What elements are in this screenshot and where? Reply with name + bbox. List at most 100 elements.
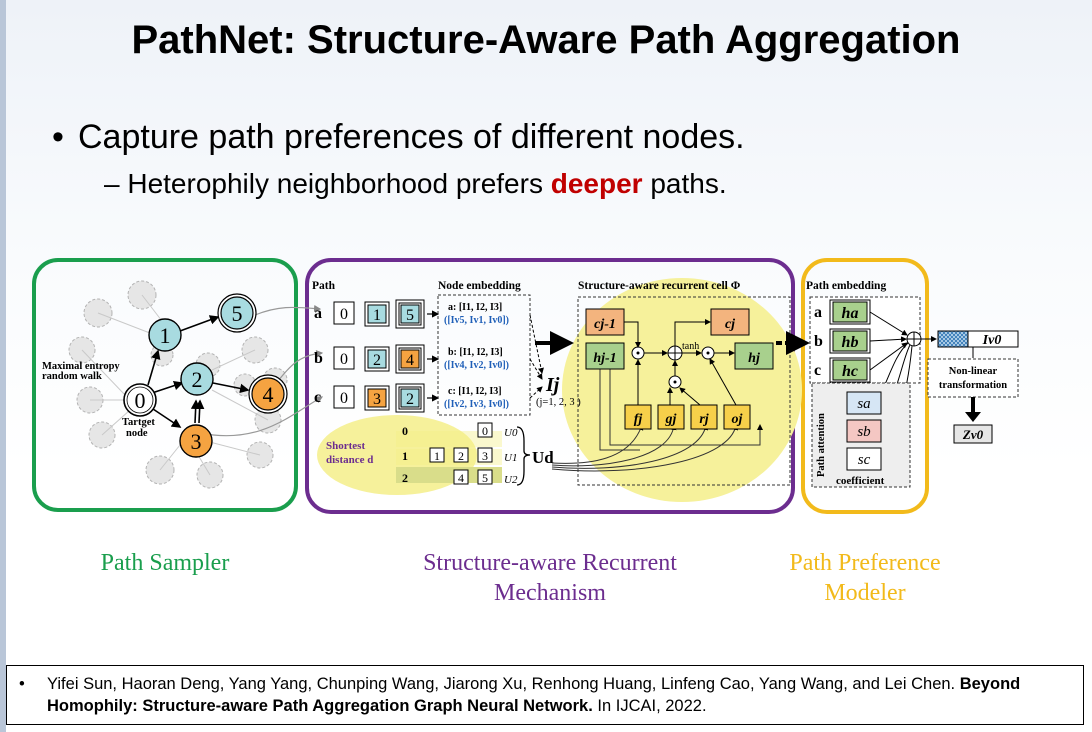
dist-row-0: 0 0 U0 xyxy=(402,422,518,439)
emb-key-b: b xyxy=(814,333,823,350)
path-key-a: a xyxy=(314,305,322,322)
emb-hb: hb xyxy=(842,334,859,351)
dist-2-cell-0: 4 xyxy=(458,471,464,485)
path-row-b: b 0 2 4 b: [I1, I2, I3] ([Iv4, Iv2, Iv0]… xyxy=(314,344,509,374)
g-gate: gj xyxy=(665,412,677,427)
h-prev-box: hj-1 xyxy=(593,351,616,366)
dist-0-label: 0 xyxy=(402,424,408,438)
citation-authors: Yifei Sun, Haoran Deng, Yang Yang, Chunp… xyxy=(47,675,960,693)
cell-header: Structure-aware recurrent cell Φ xyxy=(578,280,741,292)
shortest-label-line2: distance d xyxy=(326,454,373,466)
emb-c-line2: ([Iv2, Iv3, Iv0]) xyxy=(444,399,509,410)
recurrent-mechanism: Path Node embedding Structure-aware recu… xyxy=(312,278,810,502)
coefficient-label: coefficient xyxy=(836,475,885,487)
ij-range: (j=1, 2, 3 ) xyxy=(536,397,581,408)
path-preference-modeler: Path embedding a ha b hb c hc xyxy=(806,280,1019,488)
nonlinear-label-line1: Non-linear xyxy=(949,366,998,377)
path-a-cell-1: 1 xyxy=(373,307,381,324)
citation-box: • Yifei Sun, Haoran Deng, Yang Yang, Chu… xyxy=(6,665,1084,725)
node-4: 4 xyxy=(263,382,274,407)
r-gate: rj xyxy=(699,412,708,427)
main-bullet: • Capture path preferences of different n… xyxy=(52,118,745,157)
path-c-cell-0: 0 xyxy=(340,390,348,407)
path-c-cell-2: 2 xyxy=(406,391,414,408)
slide-title: PathNet: Structure-Aware Path Aggregatio… xyxy=(131,18,961,62)
coef-sa: sa xyxy=(857,396,870,412)
emb-a-line2: ([Iv5, Iv1, Iv0]) xyxy=(444,315,509,326)
dist-2-label: 2 xyxy=(402,471,408,485)
slide-left-strip xyxy=(0,0,6,732)
dist-0-cell-0: 0 xyxy=(482,424,488,438)
path-preference-panel xyxy=(801,258,929,514)
path-attention-label: Path attention xyxy=(816,413,827,477)
caption-preference-line2: Modeler xyxy=(824,580,906,606)
path-b-cell-2: 4 xyxy=(406,352,414,369)
figure-svg: 0 1 5 2 4 3 Maximal entropy random walk … xyxy=(42,278,1019,502)
emb-ha: ha xyxy=(842,305,859,322)
ud-label: Ud xyxy=(532,448,554,467)
caption-recurrent-mechanism: Structure-aware Recurrent Mechanism xyxy=(385,548,715,608)
c-box: cj xyxy=(725,317,735,332)
h-box: hj xyxy=(748,351,760,366)
path-embedding-header: Path embedding xyxy=(806,280,886,292)
emb-b-line1: b: [I1, I2, I3] xyxy=(448,347,503,358)
target-label-line2: node xyxy=(126,428,148,439)
emb-a-line1: a: [I1, I2, I3] xyxy=(448,302,502,313)
caption-path-preference: Path Preference Modeler xyxy=(755,548,975,608)
dist-1-label: 1 xyxy=(402,449,408,463)
walk-label-line1: Maximal entropy xyxy=(42,361,120,372)
dist-1-cell-2: 3 xyxy=(482,449,488,463)
shortest-label-line1: Shortest xyxy=(326,440,365,452)
path-row-a: a 0 1 5 a: [I1, I2, I3] ([Iv5, Iv1, Iv0]… xyxy=(314,299,509,329)
emb-b-line2: ([Iv4, Iv2, Iv0]) xyxy=(444,360,509,371)
caption-preference-line1: Path Preference xyxy=(789,550,941,576)
citation-bullet: • xyxy=(19,675,25,693)
caption-recurrent-line2: Mechanism xyxy=(494,580,606,606)
recurrent-cell: cj-1 hj-1 cj hj tanh xyxy=(585,308,774,430)
u0-label: U0 xyxy=(504,427,518,439)
caption-path-sampler-text: Path Sampler xyxy=(100,550,230,576)
path-a-cell-2: 5 xyxy=(406,307,414,324)
sub-bullet-highlight: deeper xyxy=(550,168,643,199)
path-header: Path xyxy=(312,280,336,292)
emb-c-line1: c: [I1, I2, I3] xyxy=(448,386,502,397)
path-row-c: c 0 3 2 c: [I1, I2, I3] ([Iv2, Iv3, Iv0]… xyxy=(314,383,509,413)
sub-bullet-text-end: paths. xyxy=(642,168,727,199)
citation-paper-title: Beyond Homophily: Structure-aware Path A… xyxy=(47,675,1021,715)
u1-label: U1 xyxy=(504,452,517,464)
main-bullet-text: Capture path preferences of different no… xyxy=(78,118,745,156)
path-key-b: b xyxy=(314,350,323,367)
path-a-cell-0: 0 xyxy=(340,306,348,323)
path-c-cell-1: 3 xyxy=(373,391,381,408)
caption-recurrent-line1: Structure-aware Recurrent xyxy=(423,550,677,576)
node-1: 1 xyxy=(160,323,171,348)
ij-label: Ij xyxy=(545,374,560,396)
zv0-label: Zv0 xyxy=(962,427,984,442)
bullet-dot: • xyxy=(52,118,64,156)
node-5: 5 xyxy=(232,301,243,326)
target-node: 0 xyxy=(135,388,146,413)
path-b-cell-0: 0 xyxy=(340,351,348,368)
path-key-c: c xyxy=(314,389,321,406)
dist-1-cell-1: 2 xyxy=(458,449,464,463)
emb-key-a: a xyxy=(814,304,822,321)
coef-sb: sb xyxy=(857,424,871,440)
nonlinear-label-line2: transformation xyxy=(939,380,1007,391)
walk-label-line2: random walk xyxy=(42,371,102,382)
emb-hc: hc xyxy=(842,363,858,380)
dist-row-1: 1 1 2 3 U1 xyxy=(402,447,517,464)
dist-2-cell-1: 5 xyxy=(482,471,488,485)
caption-path-sampler: Path Sampler xyxy=(60,548,270,578)
sub-bullet-text-start: Heterophily neighborhood prefers xyxy=(127,168,551,199)
coef-sc: sc xyxy=(858,452,871,468)
emb-key-c: c xyxy=(814,362,821,379)
sub-bullet-dash: – xyxy=(104,168,120,199)
sampler-graph: 0 1 5 2 4 3 Maximal entropy random walk … xyxy=(42,280,324,489)
dist-1-cell-0: 1 xyxy=(434,449,440,463)
dist-row-2: 2 4 5 U2 xyxy=(402,469,518,486)
sub-bullet: – Heterophily neighborhood prefers deepe… xyxy=(104,168,727,200)
path-sampler-panel xyxy=(32,258,298,512)
node-3: 3 xyxy=(191,429,202,454)
citation-venue: In IJCAI, 2022. xyxy=(592,697,707,715)
u2-label: U2 xyxy=(504,474,518,486)
